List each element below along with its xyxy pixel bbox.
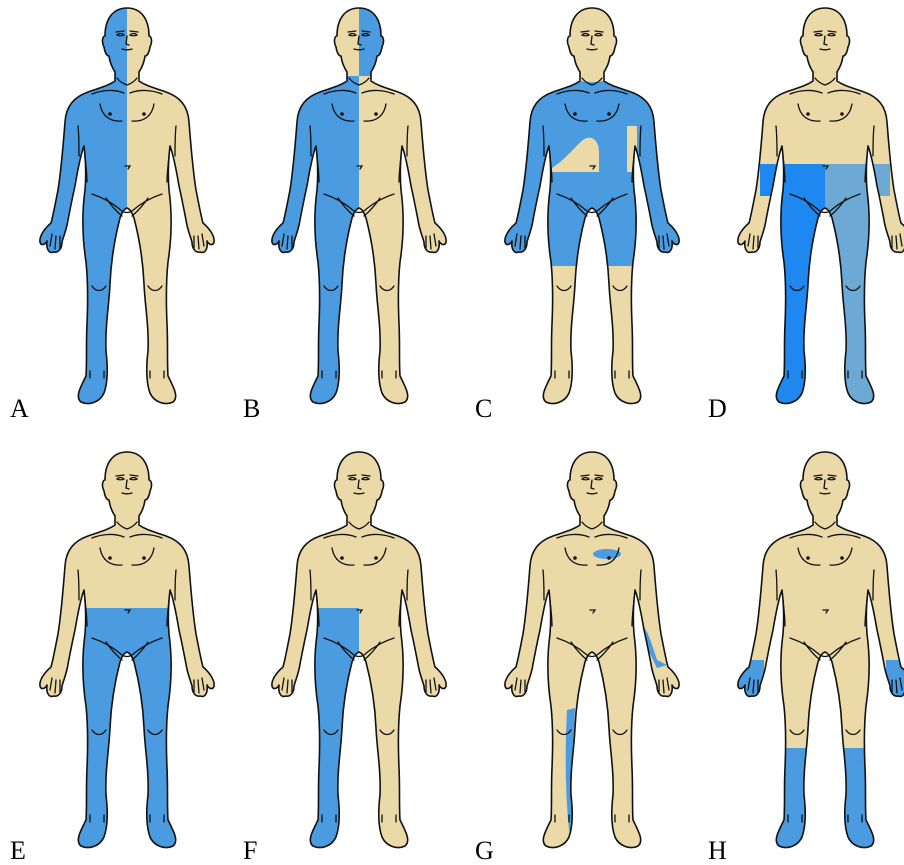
panel-label-g: G <box>475 838 494 864</box>
shaded-region-h <box>730 660 904 858</box>
shaded-region-e <box>78 608 176 858</box>
body-figure-h <box>730 452 904 858</box>
body-figure-c <box>497 8 687 404</box>
body-figure-f <box>272 452 446 858</box>
panel-label-e: E <box>10 838 26 864</box>
shaded-region-d <box>720 164 904 414</box>
panel-label-c: C <box>475 396 492 422</box>
body-figure-b <box>264 6 446 416</box>
body-figure-e <box>40 452 214 858</box>
body-figure-a <box>32 6 214 416</box>
panel-label-f: F <box>243 838 257 864</box>
panel-label-a: A <box>10 396 29 422</box>
panel-label-b: B <box>243 396 260 422</box>
panel-label-d: D <box>708 396 727 422</box>
body-figure-d <box>720 8 904 414</box>
body-figure-g <box>505 452 679 848</box>
panel-label-h: H <box>708 838 727 864</box>
